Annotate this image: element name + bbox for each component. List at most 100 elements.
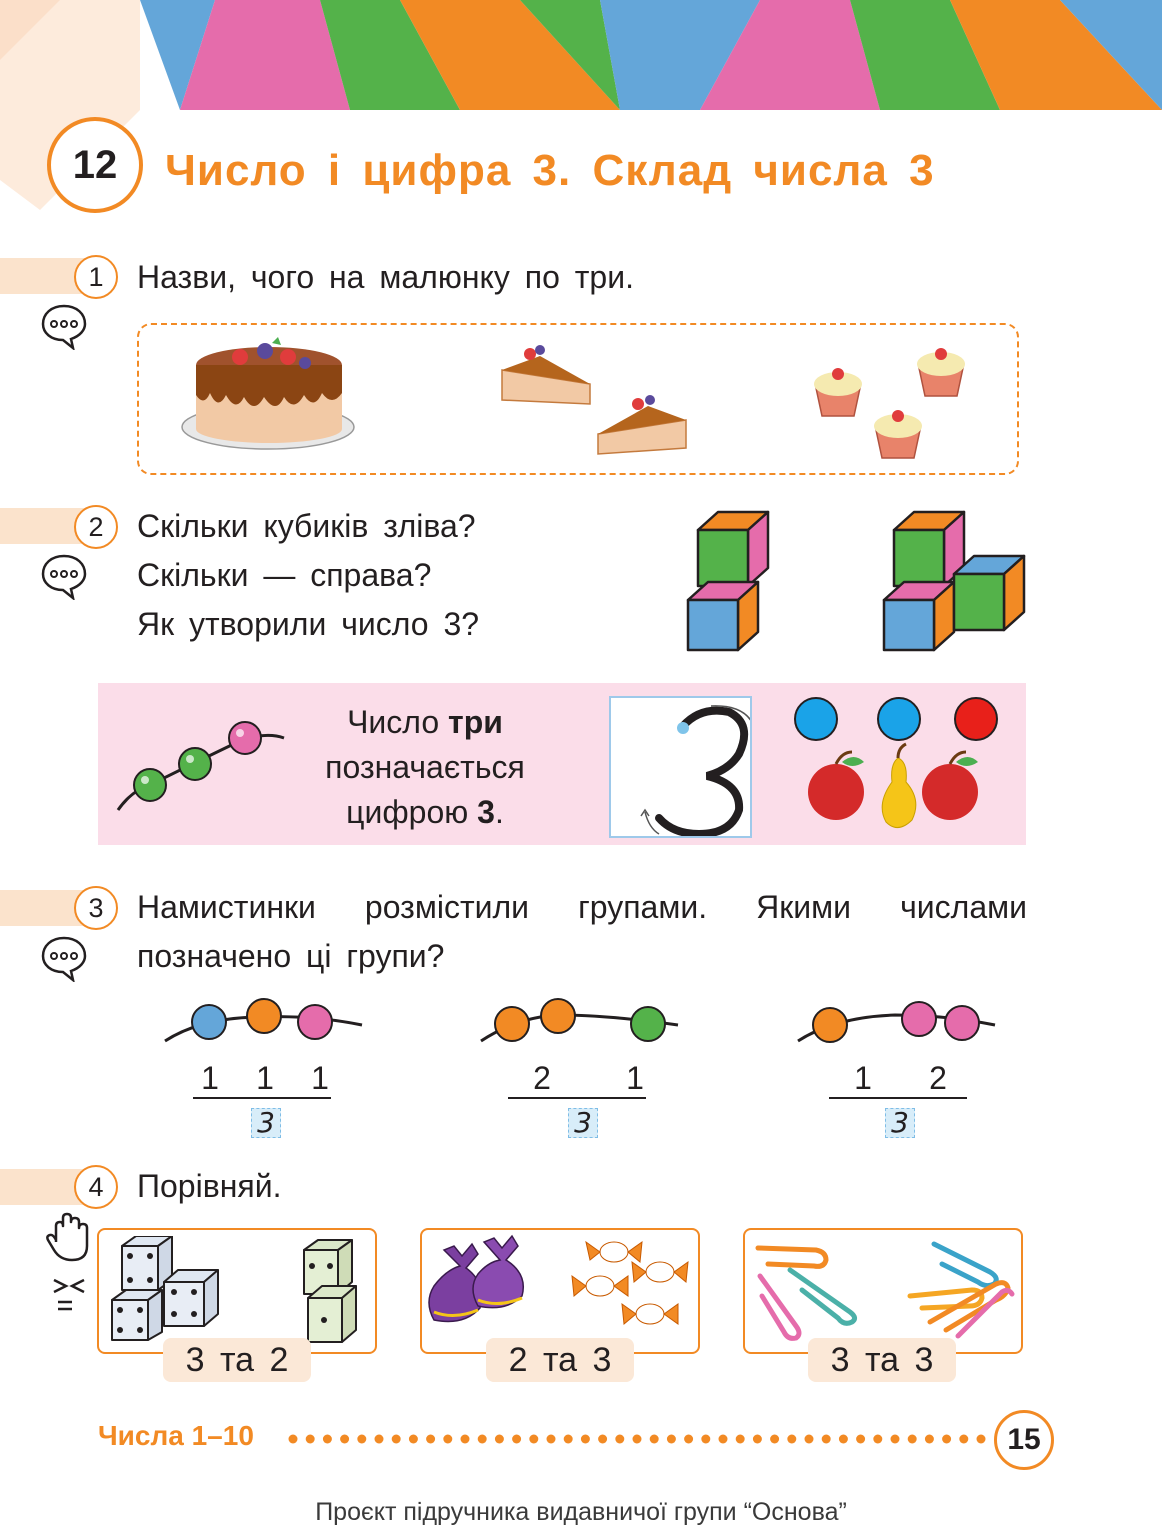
- section-title: Числа 1–10: [98, 1420, 254, 1451]
- leader-dot: [408, 1434, 418, 1444]
- answer-cell: 3: [568, 1108, 598, 1138]
- digit-three-glyph: [640, 705, 761, 839]
- leader-dot: [632, 1434, 642, 1444]
- compare-label: 2 та 3: [486, 1338, 634, 1382]
- task-text: Порівняй.: [137, 1168, 282, 1204]
- leader-dot: [443, 1434, 453, 1444]
- leader-dot: [374, 1434, 384, 1444]
- info-text-bold: 3: [477, 794, 495, 830]
- group-part: 1: [201, 1060, 219, 1096]
- cubes-right-image: [882, 510, 1026, 652]
- compare-label: 3 та 2: [163, 1338, 311, 1382]
- group-part: 1: [256, 1060, 274, 1096]
- info-text-plain: Число: [347, 704, 449, 740]
- cake-slice-image: [597, 395, 687, 455]
- leader-dot: [322, 1434, 332, 1444]
- info-text-plain: .: [494, 794, 504, 830]
- leader-dot: [288, 1434, 298, 1444]
- leader-dot: [787, 1434, 797, 1444]
- picture-frame: [137, 323, 1019, 475]
- cubes-left-image: [686, 510, 770, 652]
- leader-dot: [426, 1434, 436, 1444]
- info-text-plain: цифрою: [346, 794, 478, 830]
- cupcake-image: [874, 410, 922, 459]
- group-part: 1: [626, 1060, 644, 1096]
- leader-dot: [735, 1434, 745, 1444]
- leader-dot: [701, 1434, 711, 1444]
- sum-line: [829, 1097, 967, 1099]
- leader-dot: [477, 1434, 487, 1444]
- task-question: Як утворили число 3?: [137, 606, 480, 642]
- candies-image: [428, 1234, 689, 1325]
- group-part: 2: [533, 1060, 551, 1096]
- speech-bubble-icon: [41, 554, 87, 600]
- dotted-leader: [288, 1434, 986, 1444]
- leader-dot: [959, 1434, 969, 1444]
- leader-dot: [666, 1434, 676, 1444]
- leader-dot: [770, 1434, 780, 1444]
- info-text: Число три позначається цифрою 3.: [300, 700, 550, 835]
- leader-dot: [649, 1434, 659, 1444]
- hand-icon: [46, 1212, 89, 1262]
- info-text-line: позначається: [325, 749, 525, 785]
- sum-line: [508, 1097, 646, 1099]
- speech-bubble-icon: [41, 936, 87, 982]
- compare-label: 3 та 3: [808, 1338, 956, 1382]
- group-part: 1: [311, 1060, 329, 1096]
- leader-dot: [838, 1434, 848, 1444]
- leader-dot: [563, 1434, 573, 1444]
- info-text-bold: три: [448, 704, 503, 740]
- cake-image: [181, 337, 355, 450]
- cupcake-image: [814, 368, 862, 417]
- triangle-banner: [0, 0, 1162, 110]
- leader-dot: [391, 1434, 401, 1444]
- leader-dot: [512, 1434, 522, 1444]
- leader-dot: [942, 1434, 952, 1444]
- leader-dot: [684, 1434, 694, 1444]
- leader-dot: [598, 1434, 608, 1444]
- bead-group-image: [797, 1001, 996, 1043]
- digit-writing-sample: [609, 696, 761, 839]
- leader-dot: [529, 1434, 539, 1444]
- leader-dot: [718, 1434, 728, 1444]
- leader-dot: [494, 1434, 504, 1444]
- leader-dot: [924, 1434, 934, 1444]
- group-part: 2: [929, 1060, 947, 1096]
- leader-dot: [976, 1434, 986, 1444]
- leader-dot: [357, 1434, 367, 1444]
- dice-image: [111, 1236, 357, 1343]
- page-number: 15: [994, 1410, 1054, 1470]
- info-box: [98, 683, 1026, 845]
- leader-dot: [340, 1434, 350, 1444]
- task-text: Назви, чого на малюнку по три.: [137, 259, 634, 295]
- task-text: Намистинки розмістили групами. Якими чис…: [137, 889, 1027, 974]
- publisher-note: Проєкт підручника видавничої групи “Осно…: [315, 1498, 847, 1526]
- cupcake-image: [917, 348, 965, 397]
- answer-cell: 3: [885, 1108, 915, 1138]
- leader-dot: [890, 1434, 900, 1444]
- leader-dot: [873, 1434, 883, 1444]
- leader-dot: [460, 1434, 470, 1444]
- group-part: 1: [854, 1060, 872, 1096]
- task-number: 2: [74, 505, 118, 549]
- counters-and-fruits-image: [794, 697, 998, 828]
- leader-dot: [546, 1434, 556, 1444]
- sum-line: [193, 1097, 331, 1099]
- corner-decoration: [0, 0, 140, 210]
- answer-cell: 3: [251, 1108, 281, 1138]
- leader-dot: [907, 1434, 917, 1444]
- leader-dot: [615, 1434, 625, 1444]
- task-number: 3: [74, 886, 118, 930]
- compare-signs-icon: [53, 1278, 85, 1311]
- task-number: 4: [74, 1165, 118, 1209]
- task-question: Скільки кубиків зліва?: [137, 508, 476, 544]
- leader-dot: [821, 1434, 831, 1444]
- task-number: 1: [74, 255, 118, 299]
- leader-dot: [580, 1434, 590, 1444]
- lesson-number: 12: [47, 117, 143, 213]
- leader-dot: [804, 1434, 814, 1444]
- leader-dot: [305, 1434, 315, 1444]
- bead-group-image: [480, 998, 679, 1043]
- task-question: Скільки — справа?: [137, 557, 432, 593]
- cake-slice-image: [501, 345, 591, 405]
